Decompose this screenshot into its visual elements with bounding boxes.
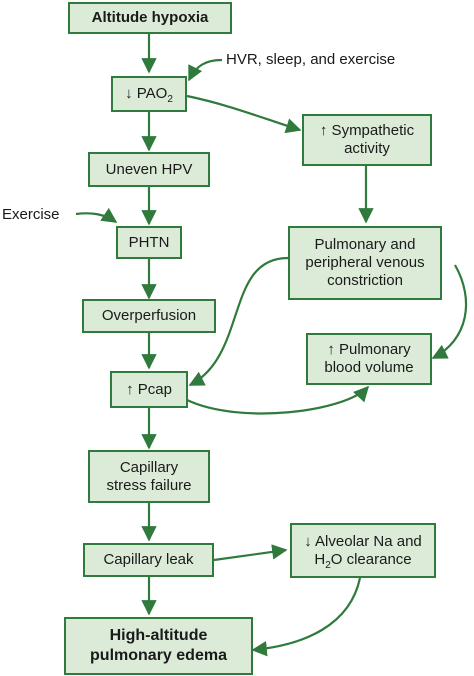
node-phtn-label: PHTN	[128, 233, 170, 251]
node-overperfusion: Overperfusion	[82, 299, 216, 333]
node-sympathetic-line-1: ↑ Sympathetic	[319, 122, 415, 139]
node-pcap: ↑ Pcap	[110, 371, 188, 408]
node-pulmonary-blood-volume: ↑ Pulmonary blood volume	[306, 333, 432, 385]
node-alveolar-clearance: ↓ Alveolar Na and H2O clearance	[290, 523, 436, 578]
node-venous-line-3: constriction	[327, 272, 403, 289]
node-sympathetic-line-2: activity	[344, 140, 390, 157]
arrow-clearance-to-hape	[251, 577, 362, 657]
node-altitude-hypoxia: Altitude hypoxia	[68, 2, 232, 34]
node-phtn: PHTN	[116, 226, 182, 259]
arrow-exercise-to-phtn	[75, 207, 118, 223]
node-blood-volume-line-1: ↑ Pulmonary	[327, 341, 411, 358]
node-clearance-line-1: ↓ Alveolar Na and	[304, 532, 422, 550]
arrow-leak-to-clearance	[213, 544, 288, 562]
node-overperfusion-label: Overperfusion	[101, 307, 197, 324]
label-exercise: Exercise	[2, 206, 60, 223]
node-uneven-hpv: Uneven HPV	[88, 152, 210, 187]
label-hvr-sleep-exercise: HVR, sleep, and exercise	[226, 51, 396, 68]
node-venous-line-2: peripheral venous	[305, 254, 425, 271]
node-pao2-label: ↓ PAO2	[125, 85, 173, 105]
node-capillary-leak: Capillary leak	[83, 543, 214, 577]
node-high-altitude-pulmonary-edema: High-altitude pulmonary edema	[64, 617, 253, 675]
node-stress-line-2: stress failure	[106, 476, 192, 494]
arrow-venous-to-bloodvolume	[431, 264, 468, 359]
node-hape-line-2: pulmonary edema	[90, 647, 227, 664]
arrow-pcap-to-bloodvolume	[186, 385, 370, 415]
arrow-hvr-to-pao2	[188, 58, 223, 82]
node-sympathetic-activity: ↑ Sympathetic activity	[302, 114, 432, 166]
node-stress-line-1: Capillary	[119, 458, 179, 476]
arrow-venous-to-pcap	[188, 256, 289, 386]
node-clearance-line-2: H2O clearance	[314, 550, 412, 571]
node-blood-volume-line-2: blood volume	[324, 359, 414, 376]
arrow-pao2-to-sympathetic	[186, 94, 302, 134]
node-pcap-label: ↑ Pcap	[126, 380, 172, 398]
node-uneven-hpv-label: Uneven HPV	[105, 160, 193, 178]
node-pao2: ↓ PAO2	[111, 76, 187, 112]
node-capillary-stress-failure: Capillary stress failure	[88, 450, 210, 503]
node-capillary-leak-label: Capillary leak	[103, 551, 194, 568]
node-venous-constriction: Pulmonary and peripheral venous constric…	[288, 226, 442, 300]
node-venous-line-1: Pulmonary and	[314, 236, 416, 253]
node-altitude-hypoxia-label: Altitude hypoxia	[91, 9, 209, 26]
node-hape-line-1: High-altitude	[109, 627, 208, 644]
